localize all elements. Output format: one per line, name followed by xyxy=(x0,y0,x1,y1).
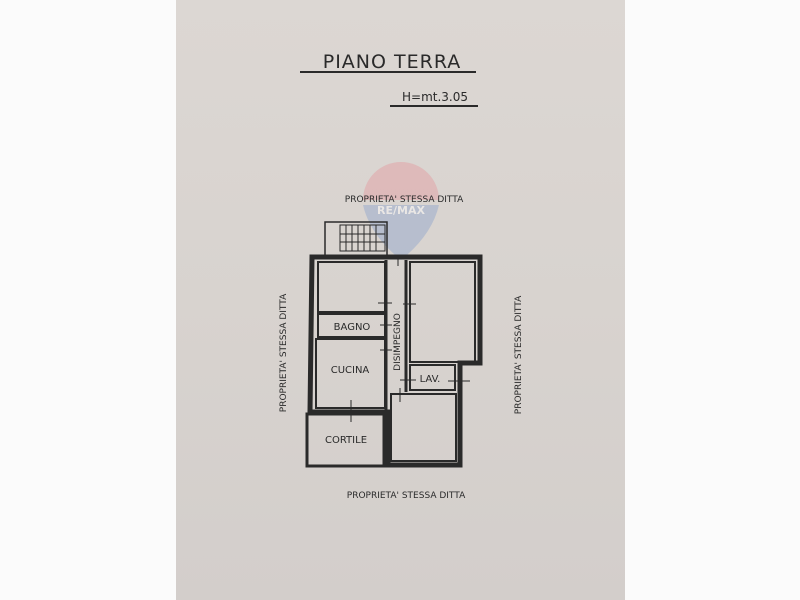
room-bottom-right xyxy=(390,393,457,462)
floor-plan-paper xyxy=(176,0,625,600)
remax-logo-watermark: RE/MAX xyxy=(363,162,439,260)
svg-text:RE/MAX: RE/MAX xyxy=(377,204,425,217)
room-lav xyxy=(409,364,456,391)
room-label-disimpegno: DISIMPEGNO xyxy=(393,313,403,371)
room-label-cortile: CORTILE xyxy=(325,435,367,446)
neighbor-label-left: PROPRIETA' STESSA DITTA xyxy=(279,293,289,412)
door-marks xyxy=(350,255,470,422)
plan-title: PIANO TERRA xyxy=(323,51,462,73)
neighbor-label-top: PROPRIETA' STESSA DITTA xyxy=(345,195,464,205)
room-top-left xyxy=(317,261,386,313)
stairs-icon xyxy=(339,224,386,252)
neighbor-label-right: PROPRIETA' STESSA DITTA xyxy=(514,295,524,414)
walls xyxy=(305,221,483,468)
room-label-cucina: CUCINA xyxy=(331,365,370,376)
cortile-area xyxy=(305,412,386,468)
room-right xyxy=(409,261,476,363)
neighbor-label-bottom: PROPRIETA' STESSA DITTA xyxy=(347,491,466,501)
outer-wall xyxy=(307,254,483,468)
room-label-bagno: BAGNO xyxy=(334,322,371,333)
height-note: H=mt.3.05 xyxy=(402,90,468,104)
room-label-lav: LAV. xyxy=(420,374,441,385)
